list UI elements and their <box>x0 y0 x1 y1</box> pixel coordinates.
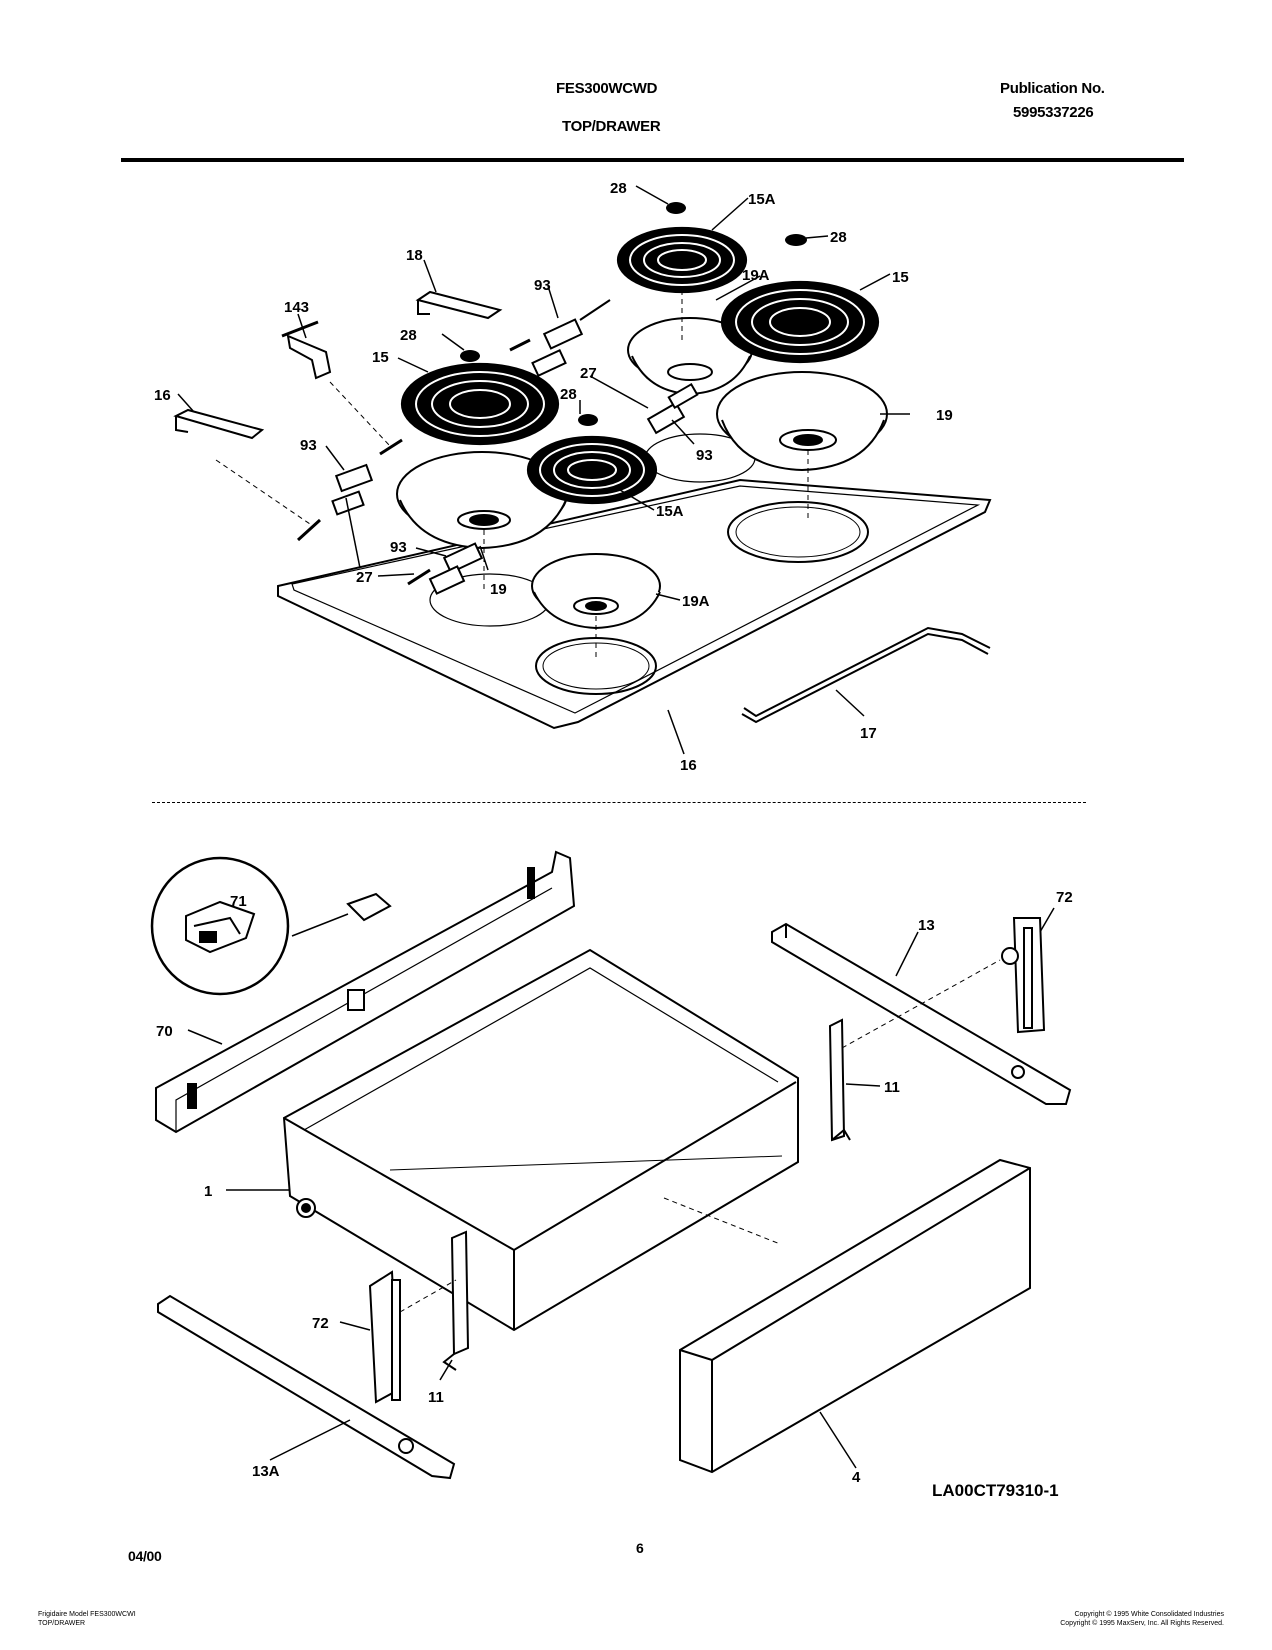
bottom-leader-lines <box>187 907 1055 1469</box>
receptacles-and-brackets <box>173 290 699 595</box>
bracket-72-left <box>368 1270 401 1404</box>
footer-model: Frigidaire Model FES300WCWI TOP/DRAWER <box>38 1610 136 1628</box>
callout-28: 28 <box>610 180 627 197</box>
publication-number: 5995337226 <box>1013 104 1094 121</box>
copyright-line-1: Copyright © 1995 White Consolidated Indu… <box>1074 1611 1224 1618</box>
wire-harness <box>379 338 531 586</box>
callout-27: 27 <box>356 569 373 586</box>
receptacle-93-front <box>428 542 484 595</box>
callout-17: 17 <box>860 725 877 742</box>
element-15A-front <box>526 435 658 505</box>
callout-93: 93 <box>696 447 713 464</box>
slide-11-left <box>442 1230 470 1371</box>
receptacle-93-mid <box>646 382 699 435</box>
page-number: 6 <box>636 1540 644 1556</box>
callout-4: 4 <box>852 1469 861 1486</box>
callout-13: 13 <box>918 917 935 934</box>
trim-rings <box>460 202 807 426</box>
callout-93: 93 <box>534 277 551 294</box>
drawer-body-1 <box>282 948 799 1332</box>
model-number: FES300WCWD <box>556 80 658 97</box>
copyright-line-2: Copyright © 1995 MaxServ, Inc. All Right… <box>1060 1620 1224 1627</box>
callout-72: 72 <box>312 1315 329 1332</box>
footer-section-line: TOP/DRAWER <box>38 1620 86 1627</box>
clip-143 <box>281 320 332 380</box>
callout-27: 27 <box>580 365 597 382</box>
diagram-code: LA00CT79310-1 <box>932 1481 1059 1500</box>
callout-13A: 13A <box>252 1463 280 1480</box>
burner-opening-rear-right <box>727 501 869 563</box>
revision-date: 04/00 <box>128 1548 162 1564</box>
callout-28: 28 <box>400 327 417 344</box>
section-divider <box>152 802 1086 803</box>
bracket-16-left <box>173 408 265 440</box>
top-leader-lines <box>177 185 910 755</box>
callout-1: 1 <box>204 1183 212 1200</box>
slide-rail-13A <box>157 1294 456 1480</box>
callout-15A: 15A <box>748 191 776 208</box>
callout-19A: 19A <box>682 593 710 610</box>
callout-19A: 19A <box>742 267 770 284</box>
receptacle-93-left <box>296 463 374 542</box>
slide-11-right <box>828 1018 851 1142</box>
callout-72: 72 <box>1056 889 1073 906</box>
surface-elements <box>400 226 880 505</box>
bracket-72-right <box>1001 917 1046 1034</box>
receptacle-93-top <box>531 299 611 378</box>
drawer-center-lines <box>399 959 1001 1313</box>
callout-16: 16 <box>154 387 171 404</box>
callout-19: 19 <box>490 581 507 598</box>
callout-70: 70 <box>156 1023 173 1040</box>
callout-71: 71 <box>230 893 247 910</box>
element-15-right <box>720 280 880 364</box>
callout-11: 11 <box>884 1079 900 1096</box>
drawer-front-4 <box>679 1158 1031 1474</box>
drip-bowls <box>396 317 888 630</box>
section-title: TOP/DRAWER <box>562 118 661 135</box>
callout-18: 18 <box>406 247 423 264</box>
callout-15A: 15A <box>656 503 684 520</box>
slide-rail-13 <box>771 922 1072 1105</box>
callout-11: 11 <box>428 1389 444 1406</box>
callout-19: 19 <box>936 407 953 424</box>
callout-93: 93 <box>390 539 407 556</box>
callout-28: 28 <box>560 386 577 403</box>
gasket-17 <box>741 626 991 724</box>
drip-bowl-19A-rear <box>627 317 753 396</box>
callout-15: 15 <box>372 349 389 366</box>
bracket-18 <box>415 290 503 320</box>
element-15A-rear <box>616 226 748 294</box>
footer-model-line: Frigidaire Model FES300WCWI <box>38 1611 136 1618</box>
header-rule <box>121 158 1184 162</box>
callout-28: 28 <box>830 229 847 246</box>
publication-label: Publication No. <box>1000 80 1105 97</box>
drip-bowl-19-right <box>716 371 888 472</box>
detail-callout-71 <box>150 856 392 996</box>
callout-93: 93 <box>300 437 317 454</box>
element-15-left <box>400 362 560 446</box>
rear-rail-70 <box>155 850 576 1134</box>
callout-143: 143 <box>284 299 309 316</box>
callout-15: 15 <box>892 269 909 286</box>
drip-bowl-19-left <box>396 451 568 550</box>
footer-copyright: Copyright © 1995 White Consolidated Indu… <box>1060 1610 1224 1628</box>
drip-bowl-19A-front <box>531 553 661 630</box>
drawer-assembly <box>150 850 1072 1480</box>
callout-16: 16 <box>680 757 697 774</box>
